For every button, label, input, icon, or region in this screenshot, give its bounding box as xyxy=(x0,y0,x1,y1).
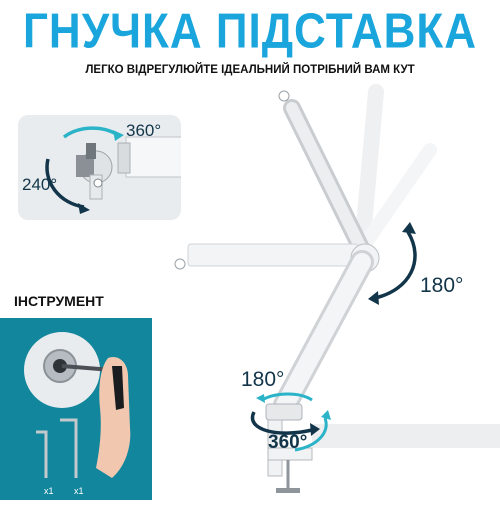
tool-quantity-right: x1 xyxy=(74,486,84,496)
tool-section-title: ІНСТРУМЕНТ xyxy=(14,293,104,309)
hex-key-illustration xyxy=(24,332,131,478)
joint-detail-card: 360° 240° xyxy=(18,115,181,220)
rotation-180-mid-label: 180° xyxy=(420,274,464,297)
rotation-180-base-label: 180° xyxy=(241,368,285,391)
rotation-240-label: 240° xyxy=(22,175,58,194)
page-subtitle: ЛЕГКО ВІДРЕГУЛЮЙТЕ ІДЕАЛЬНИЙ ПОТРІБНИЙ В… xyxy=(85,64,415,76)
tool-quantity-left: x1 xyxy=(44,486,54,496)
tool-panel: x1 x1 xyxy=(0,318,152,500)
rotation-360-label: 360° xyxy=(126,121,162,140)
swivel-joint-illustration xyxy=(45,126,181,214)
rotation-360-base-label: 360° xyxy=(268,432,308,453)
page-title: ГНУЧКА ПІДСТАВКА xyxy=(22,4,478,59)
